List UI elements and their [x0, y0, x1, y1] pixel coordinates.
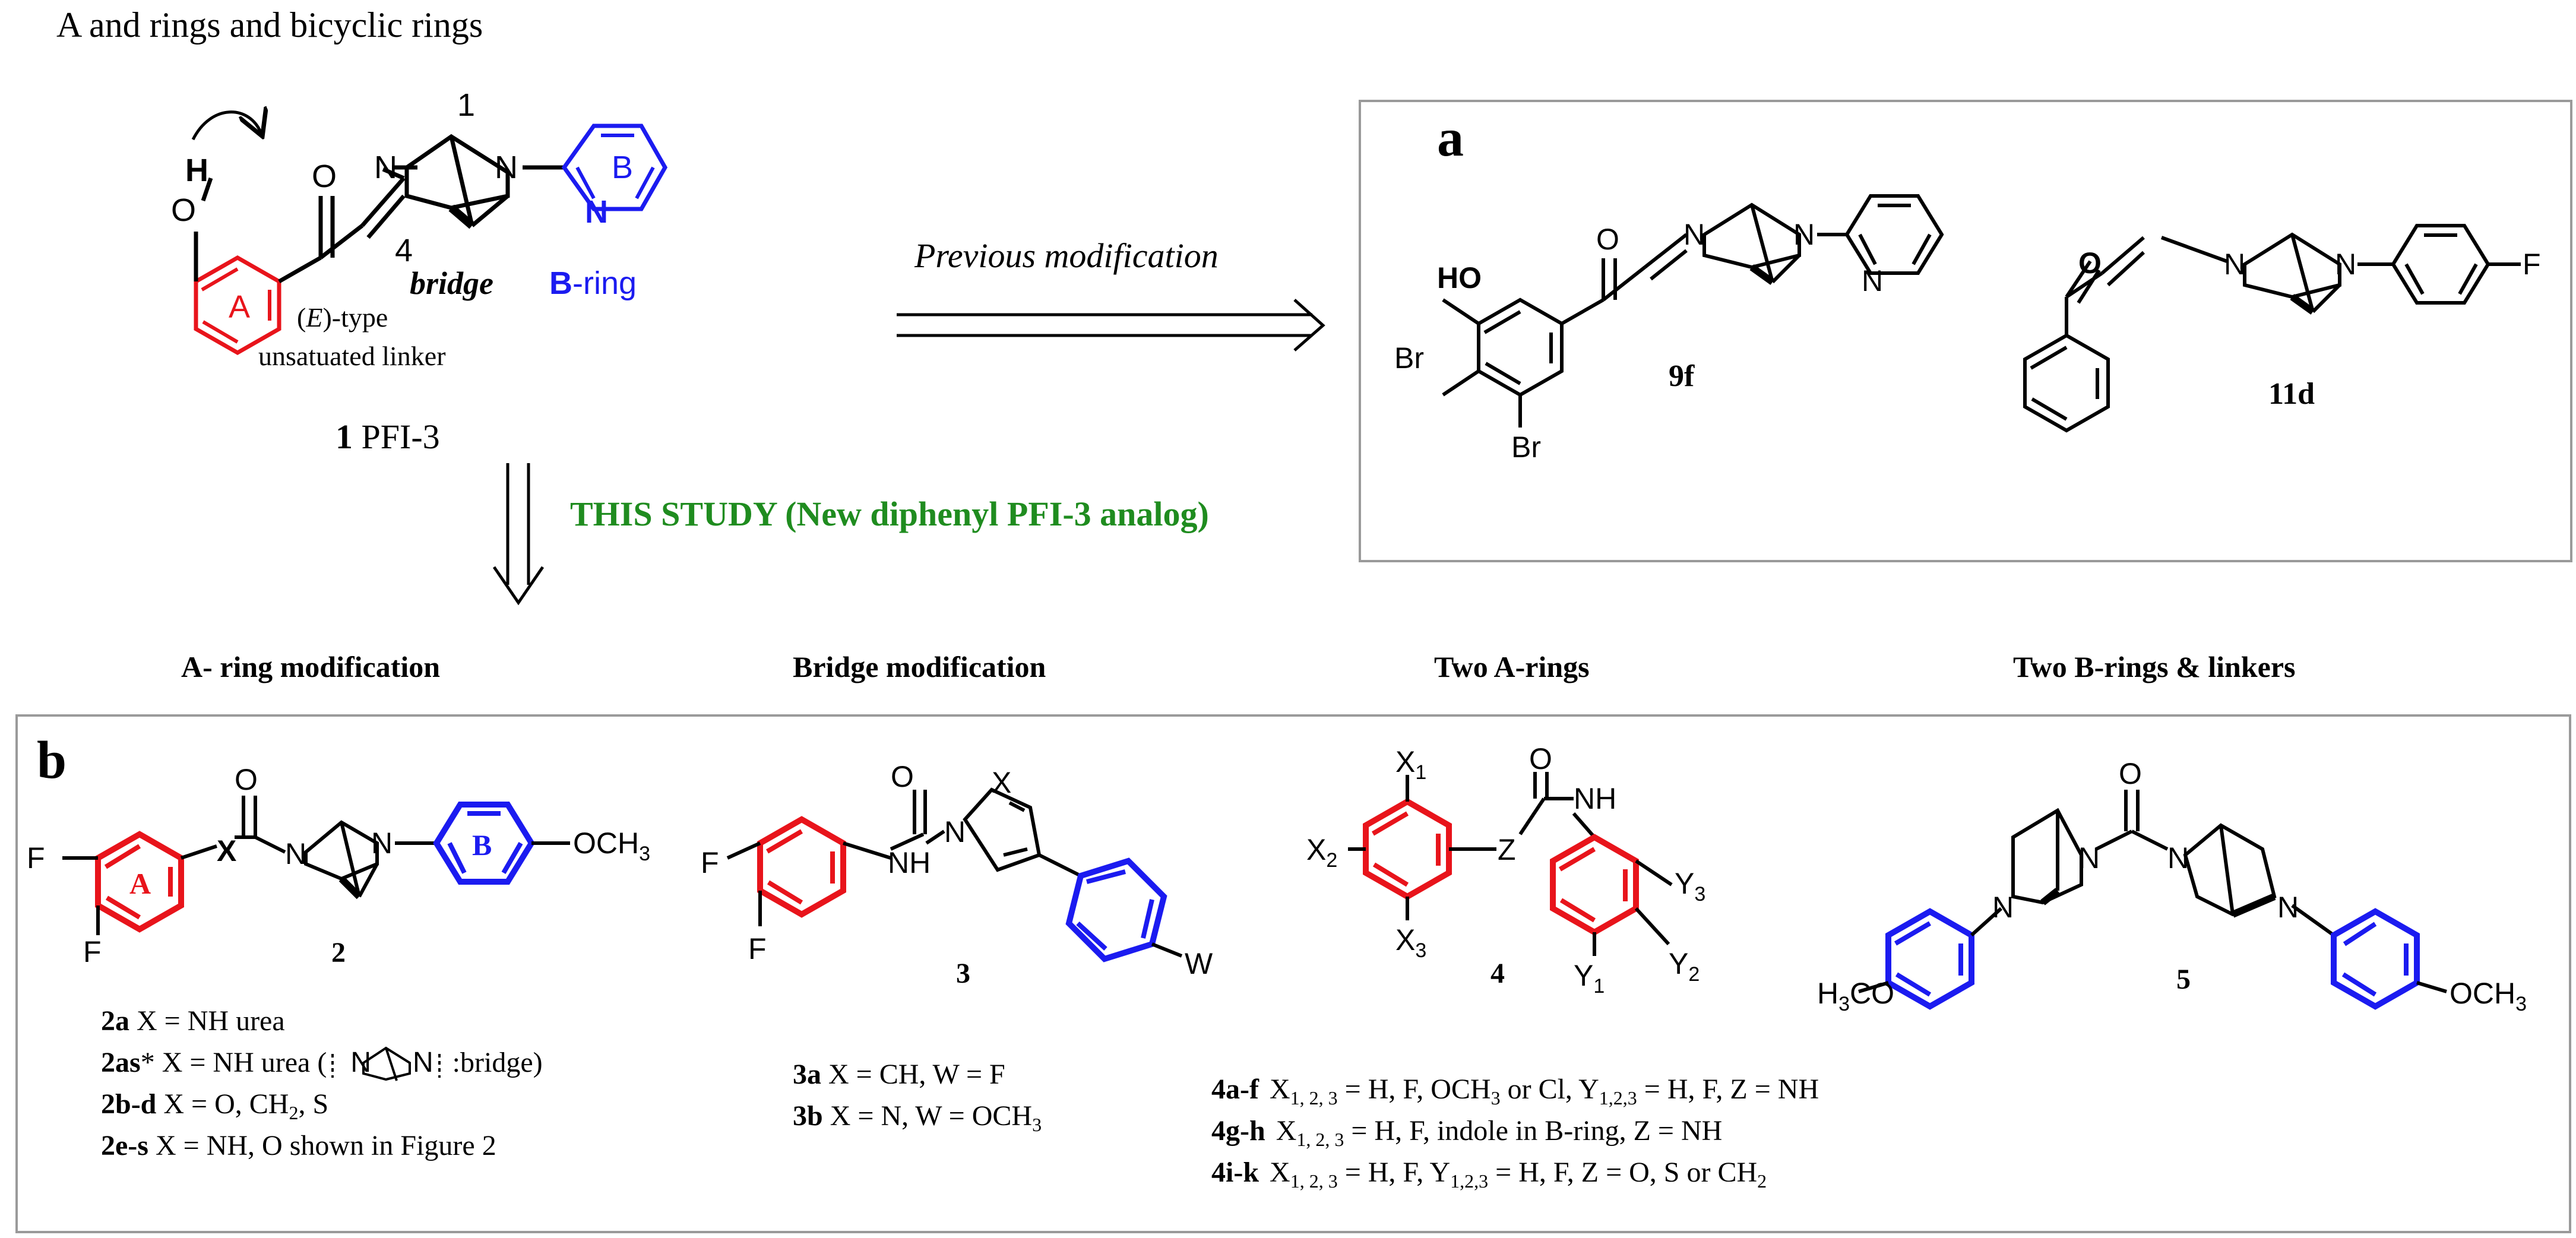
- 9f-o: O: [1596, 223, 1619, 256]
- 5-n4: N: [2277, 891, 2299, 924]
- atom-n-pyridine: N: [585, 194, 608, 230]
- category-two-b-rings: Two B-rings & linkers: [2013, 650, 2296, 683]
- 2-f2: F: [83, 935, 102, 968]
- 2-label: 2: [331, 937, 346, 968]
- 9f-br-1: Br: [1394, 341, 1424, 375]
- this-study-arrow: [492, 463, 545, 606]
- 9f-n1: N: [1683, 218, 1705, 251]
- compound-4: [1348, 772, 1673, 956]
- category-bridge: Bridge modification: [793, 650, 1046, 683]
- atom-o-hydroxy: O: [171, 192, 196, 228]
- category-two-a-rings: Two A-rings: [1434, 650, 1590, 683]
- note-3a: 3a X = CH, W = F: [793, 1059, 1005, 1090]
- 2-x: X: [217, 834, 236, 867]
- compound-9f: [1442, 194, 1944, 428]
- 9f-n-pyridine: N: [1862, 264, 1883, 297]
- 9f-label: 9f: [1669, 359, 1695, 393]
- 2-o: O: [235, 763, 258, 796]
- ring-b-pyridine: [561, 124, 668, 211]
- figure-title: A and rings and bicyclic rings: [56, 5, 483, 45]
- compound-5: [1858, 790, 2447, 1010]
- 2-n1: N: [285, 837, 306, 870]
- 4-x3: X3: [1395, 923, 1426, 962]
- 4-x1: X1: [1395, 745, 1426, 784]
- atom-n2: N: [495, 150, 518, 185]
- 5-och3: OCH3: [2450, 977, 2527, 1015]
- panel-b-box: [15, 714, 2571, 1233]
- 11d-label: 11d: [2268, 377, 2315, 411]
- 2-ring-b-label: B: [472, 828, 492, 862]
- mini-bridge-icon: [331, 1046, 441, 1081]
- proton-transfer-curved-arrow: [191, 112, 261, 140]
- 4-o: O: [1529, 742, 1552, 775]
- linker-label-line1: (E)-type: [297, 302, 388, 333]
- 4-label: 4: [1490, 958, 1505, 989]
- panel-a-label: a: [1437, 109, 1464, 167]
- 3-f1: F: [701, 846, 719, 879]
- 4-nh: NH: [1574, 782, 1616, 815]
- 9f-ho: HO: [1437, 261, 1482, 295]
- compound-3: [726, 787, 1183, 962]
- 2-och3: OCH3: [573, 827, 650, 865]
- bridge-label: bridge: [410, 265, 493, 301]
- linker-label-line2: unsatuated linker: [258, 341, 446, 371]
- 5-o: O: [2119, 757, 2142, 790]
- 3-label: 3: [956, 958, 970, 989]
- 2-n2: N: [371, 827, 393, 860]
- 9f-br-2: Br: [1511, 430, 1541, 464]
- 5-n2: N: [2078, 841, 2100, 875]
- b-ring-label: B-ring: [549, 265, 637, 301]
- note-2a: 2a X = NH urea: [101, 1005, 285, 1037]
- ring-a-label: A: [229, 289, 250, 325]
- compound-11d: [2023, 224, 2521, 433]
- position-4: 4: [395, 233, 413, 268]
- 2-ring-a-label: A: [129, 867, 151, 900]
- 2-f1: F: [27, 841, 45, 875]
- 5-h3co: H3CO: [1817, 977, 1894, 1015]
- 5-n3: N: [2167, 841, 2189, 875]
- 11d-o: O: [2078, 246, 2102, 280]
- panel-b-label: b: [37, 731, 67, 790]
- ring-b-label: B: [612, 150, 633, 185]
- 4-y1: Y1: [1574, 959, 1605, 998]
- 3-f2: F: [748, 932, 767, 965]
- compound-1-pfi3: [194, 124, 668, 356]
- 11d-f: F: [2523, 248, 2541, 281]
- previous-modification-arrow: [897, 299, 1325, 352]
- 4-z: Z: [1498, 833, 1516, 866]
- note-2e-s: 2e-s X = NH, O shown in Figure 2: [101, 1130, 496, 1161]
- note-2b-d: 2b-d X = O, CH2, S: [101, 1088, 328, 1123]
- note-3b: 3b X = N, W = OCH3: [793, 1100, 1042, 1135]
- 11d-n1: N: [2224, 248, 2245, 281]
- 3-nh: NH: [888, 846, 931, 879]
- atom-o-carbonyl: O: [312, 159, 337, 194]
- 3-x: X: [992, 766, 1011, 799]
- panel-a-box: [1359, 100, 2572, 562]
- 9f-n2: N: [1793, 218, 1815, 251]
- 5-n1: N: [1992, 891, 2014, 924]
- 3-o: O: [891, 760, 914, 793]
- compound-1-caption: 1 PFI-3: [336, 417, 440, 456]
- 5-label: 5: [2176, 964, 2191, 995]
- previous-modification-label: Previous modification: [914, 236, 1219, 275]
- 3-n1: N: [944, 815, 966, 848]
- 4-y3: Y3: [1675, 867, 1705, 905]
- position-1: 1: [457, 87, 475, 123]
- 11d-n2: N: [2335, 248, 2356, 281]
- compound-2: [62, 796, 570, 935]
- 4-x2: X2: [1306, 833, 1337, 872]
- this-study-label: THIS STUDY (New diphenyl PFI-3 analog): [570, 495, 1209, 533]
- 4-y2: Y2: [1669, 947, 1700, 986]
- 3-w: W: [1185, 947, 1213, 980]
- atom-n1: N: [374, 150, 397, 185]
- atom-h: H: [185, 153, 208, 188]
- category-a-ring: A- ring modification: [181, 650, 440, 683]
